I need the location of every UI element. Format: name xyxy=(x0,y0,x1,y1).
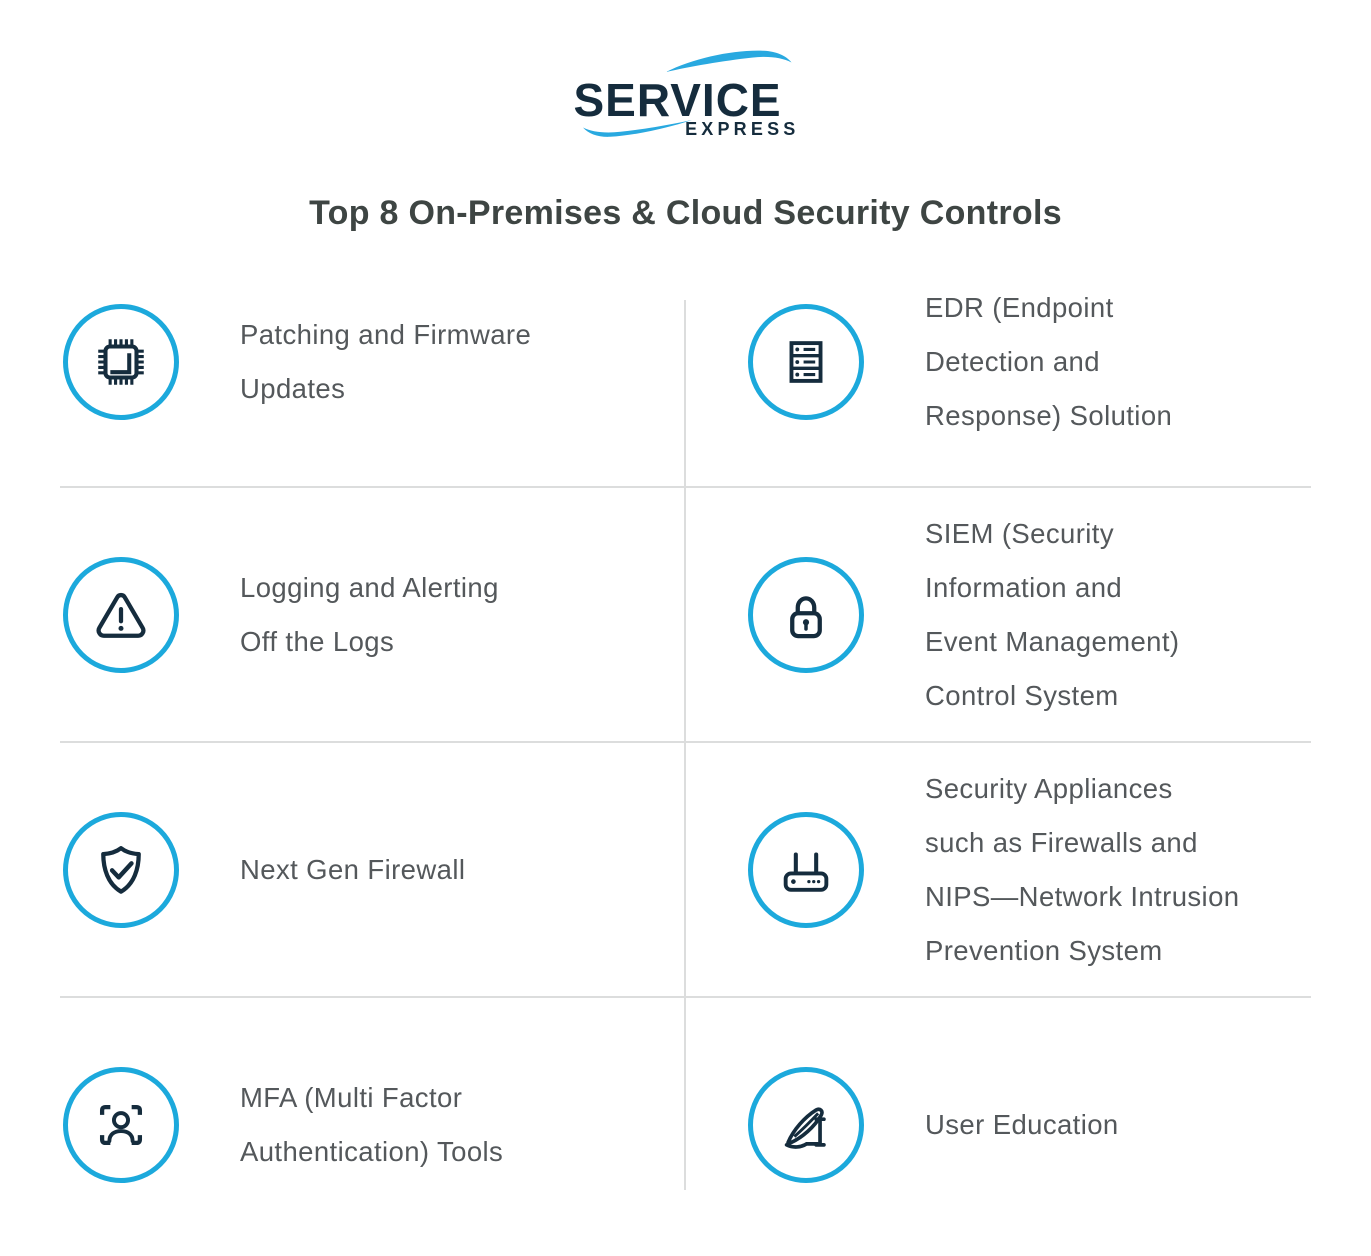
icon-circle xyxy=(748,811,864,928)
page-title: Top 8 On-Premises & Cloud Security Contr… xyxy=(309,194,1062,232)
list-item-label: Security Appliances such as Firewalls an… xyxy=(925,772,1240,966)
list-item-firewall: Next Gen Firewall xyxy=(60,742,685,997)
logo-wordmark: SERVICE xyxy=(573,74,782,126)
lock-icon xyxy=(790,595,822,638)
vertical-divider xyxy=(684,300,686,1190)
list-item-label: Patching and Firmware Updates xyxy=(240,319,532,404)
list-item-label: User Education xyxy=(925,1108,1119,1140)
logo-subtitle: EXPRESS xyxy=(685,119,800,139)
list-item-patching: Patching and Firmware Updates xyxy=(60,237,685,487)
logo-swoosh-bottom-icon xyxy=(582,120,692,137)
list-item-education: User Education xyxy=(685,997,1311,1252)
icon-circle xyxy=(63,304,179,420)
list-item-appliances: Security Appliances such as Firewalls an… xyxy=(685,742,1311,997)
list-item-edr: EDR (Endpoint Detection and Response) So… xyxy=(685,237,1311,487)
list-item-label: MFA (Multi Factor Authentication) Tools xyxy=(240,1081,504,1167)
list-item-label: SIEM (Security Information and Event Man… xyxy=(925,517,1180,711)
icon-circle xyxy=(63,811,179,928)
service-express-logo: SERVICE EXPRESS xyxy=(566,38,806,142)
shield-check-icon xyxy=(101,845,141,894)
pen-icon xyxy=(784,1106,826,1149)
icon-circle xyxy=(748,1066,864,1183)
icon-circle xyxy=(748,556,864,673)
icon-circle xyxy=(63,1066,179,1183)
icon-circle xyxy=(63,556,179,673)
logo-swoosh-top-icon xyxy=(665,50,791,72)
list-item-siem: SIEM (Security Information and Event Man… xyxy=(685,487,1311,742)
warning-triangle-icon xyxy=(96,592,146,638)
server-icon xyxy=(789,341,823,383)
list-item-label: Next Gen Firewall xyxy=(240,853,466,885)
controls-grid: Patching and Firmware Updates EDR (Endpo… xyxy=(60,237,1311,1252)
list-item-label: EDR (Endpoint Detection and Response) So… xyxy=(925,292,1173,431)
icon-circle xyxy=(748,304,864,420)
face-scan-icon xyxy=(99,1104,143,1145)
list-item-mfa: MFA (Multi Factor Authentication) Tools xyxy=(60,997,685,1252)
list-item-logging: Logging and Alerting Off the Logs xyxy=(60,487,685,742)
chip-icon xyxy=(98,339,144,385)
list-item-label: Logging and Alerting Off the Logs xyxy=(240,571,499,657)
router-icon xyxy=(783,851,829,892)
